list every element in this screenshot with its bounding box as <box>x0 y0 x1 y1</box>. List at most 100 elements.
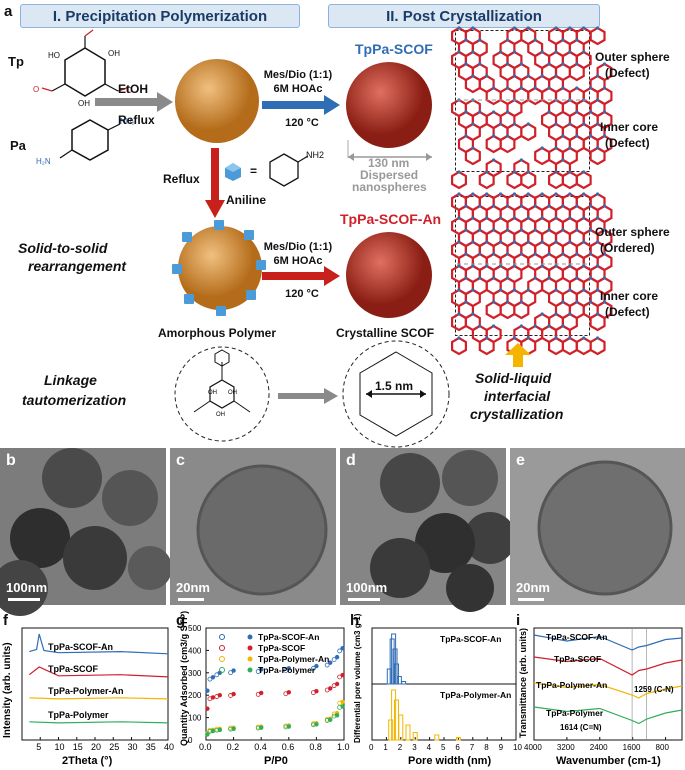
inner-core-defect-2: (Defect) <box>605 136 650 150</box>
hex-node <box>582 264 586 268</box>
hex-cell <box>450 336 467 356</box>
tem-image-e: e 20nm <box>510 448 685 605</box>
xrd-series-label: TpPa-Polymer-An <box>48 686 124 696</box>
inner-core-defect2-2: (Defect) <box>605 305 650 319</box>
hex-node <box>457 26 461 30</box>
isotherm-point <box>205 732 210 737</box>
hex-node <box>471 50 475 54</box>
hex-node <box>533 324 537 328</box>
hex-node <box>595 146 600 150</box>
hex-node <box>464 252 468 256</box>
hex-node <box>533 204 537 208</box>
isotherm-xtick-label: 0.0 <box>199 742 212 752</box>
equals-sign: = <box>250 164 258 178</box>
tem-letter-b: b <box>6 452 16 469</box>
hex-node <box>457 240 461 244</box>
hex-cell <box>464 146 481 166</box>
amorphous-label: Amorphous Polymer <box>158 326 277 340</box>
pore-bar <box>386 668 392 685</box>
hex-node <box>595 288 600 292</box>
hex-node <box>457 312 461 316</box>
pore-series-label: TpPa-SCOF-An <box>440 634 501 644</box>
legend-marker-filled <box>247 645 253 651</box>
hex-node <box>582 336 586 340</box>
tem-scale-b: 100nm <box>6 580 48 595</box>
hex-node <box>478 110 482 114</box>
tppa-scof-label: TpPa-SCOF <box>355 41 433 57</box>
hex-node <box>595 26 600 30</box>
hex-node <box>492 204 496 208</box>
cond2-temp: 120 °C <box>285 288 319 300</box>
hex-node <box>602 252 607 256</box>
hex-node <box>540 264 544 268</box>
isotherm-desorption-point <box>337 674 343 680</box>
polymer-structure-circle: OH OH OH <box>174 346 270 442</box>
inner-core-defect2-1: Inner core <box>600 289 659 303</box>
panel-letter-f: f <box>3 612 8 629</box>
svg-text:OH: OH <box>216 412 225 418</box>
isotherm-desorption-point <box>337 648 343 654</box>
hex-node <box>498 192 503 196</box>
hex-node <box>602 110 607 114</box>
isotherm-desorption-point <box>214 694 220 699</box>
hex-node <box>582 240 586 244</box>
hex-node <box>602 86 607 90</box>
dispersed-label-2: nanospheres <box>352 180 427 194</box>
pore-bar <box>398 714 404 741</box>
isotherm-desorption-point <box>337 705 343 710</box>
hex-node <box>582 170 586 174</box>
xrd-tick-label: 35 <box>146 742 156 752</box>
isotherm-point <box>340 672 345 678</box>
hex-node <box>464 38 468 42</box>
hex-node <box>554 264 558 268</box>
hex-node <box>561 62 565 66</box>
hex-node <box>568 264 572 268</box>
hex-node <box>485 170 489 174</box>
ftir-tick-label: 3200 <box>557 743 575 752</box>
pore-bar <box>392 648 398 685</box>
size-arrow <box>348 153 432 161</box>
hex-node <box>540 74 544 78</box>
isotherm-desorption-point <box>324 687 330 693</box>
isotherm-ytick-label: 200 <box>188 691 202 700</box>
scof-sphere-top <box>346 62 432 158</box>
hex-node <box>519 300 523 304</box>
hex-node <box>602 134 607 138</box>
hex-node <box>505 204 510 208</box>
hex-node <box>471 216 475 220</box>
hex-node <box>540 50 544 54</box>
hex-node <box>582 50 586 54</box>
pore-tick-label: 0 <box>369 743 374 752</box>
hex-node <box>526 122 530 126</box>
hex-node <box>464 134 468 138</box>
hex-node <box>589 86 593 90</box>
panel-letter-a: a <box>4 3 13 20</box>
hex-node <box>505 276 510 280</box>
conditions-1: Mes/Dio (1:1) 6M HOAc <box>258 68 338 96</box>
xrd-series-line <box>29 633 169 655</box>
ftir-annotation-1614: 1614 (C=N) <box>560 723 602 732</box>
isotherm-desorption-point <box>283 668 289 673</box>
tppa-scof-an-label: TpPa-SCOF-An <box>340 211 442 227</box>
hex-node <box>602 300 607 304</box>
hex-node <box>498 288 503 292</box>
isotherm-desorption-point <box>310 665 316 671</box>
hex-node <box>512 264 517 268</box>
hex-cell <box>478 336 495 356</box>
hex-node <box>547 62 551 66</box>
hex-node <box>519 252 523 256</box>
hex-cell <box>561 170 578 190</box>
hex-node <box>512 192 517 196</box>
hex-node <box>595 192 600 196</box>
hex-node <box>471 288 475 292</box>
solid-to-solid-2: rearrangement <box>28 258 127 274</box>
xrd-tick-label: 30 <box>128 742 138 752</box>
hex-node <box>547 252 551 256</box>
hex-node <box>526 240 530 244</box>
pore-distribution-chart: Differential pore volume (cm3 g-1) Pore … <box>353 613 522 767</box>
hex-node <box>498 240 503 244</box>
isotherm-desorption-point <box>214 672 220 678</box>
aniline-nh2: NH2 <box>306 150 325 160</box>
tem-letter-d: d <box>346 452 356 469</box>
hex-node <box>457 288 461 292</box>
